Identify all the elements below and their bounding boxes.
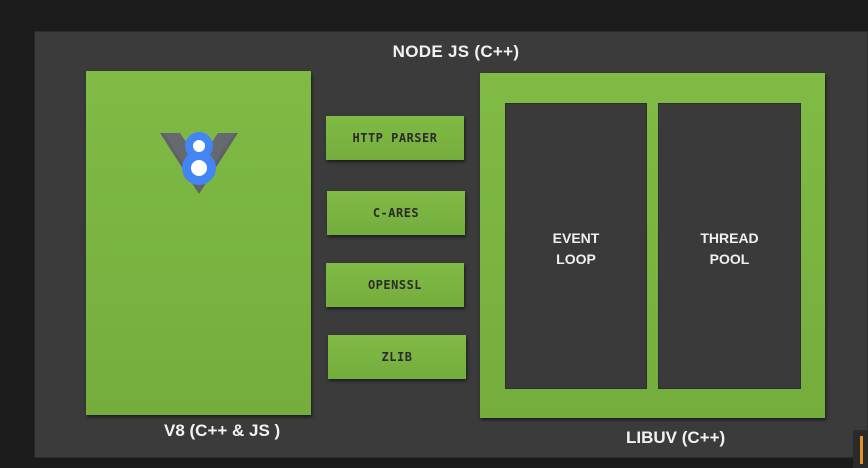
module-openssl: OPENSSL [326,263,464,307]
v8-logo-icon [160,124,238,196]
corner-accent-mark [860,436,863,464]
event-loop-line1: EVENT [552,230,600,246]
event-loop-panel: EVENT LOOP [506,104,646,388]
thread-pool-panel: THREAD POOL [659,104,800,388]
thread-pool-line1: THREAD [700,230,759,246]
module-zlib: ZLIB [328,335,466,379]
v8-block [86,71,311,415]
event-loop-line2: LOOP [556,251,596,267]
diagram-title: NODE JS (C++) [392,42,520,61]
thread-pool-line2: POOL [709,251,750,267]
libuv-label: LIBUV (C++) [626,428,726,447]
module-c-ares: C-ARES [327,191,465,235]
module-http-parser: HTTP PARSER [326,116,464,160]
v8-label: V8 (C++ & JS ) [164,421,281,440]
